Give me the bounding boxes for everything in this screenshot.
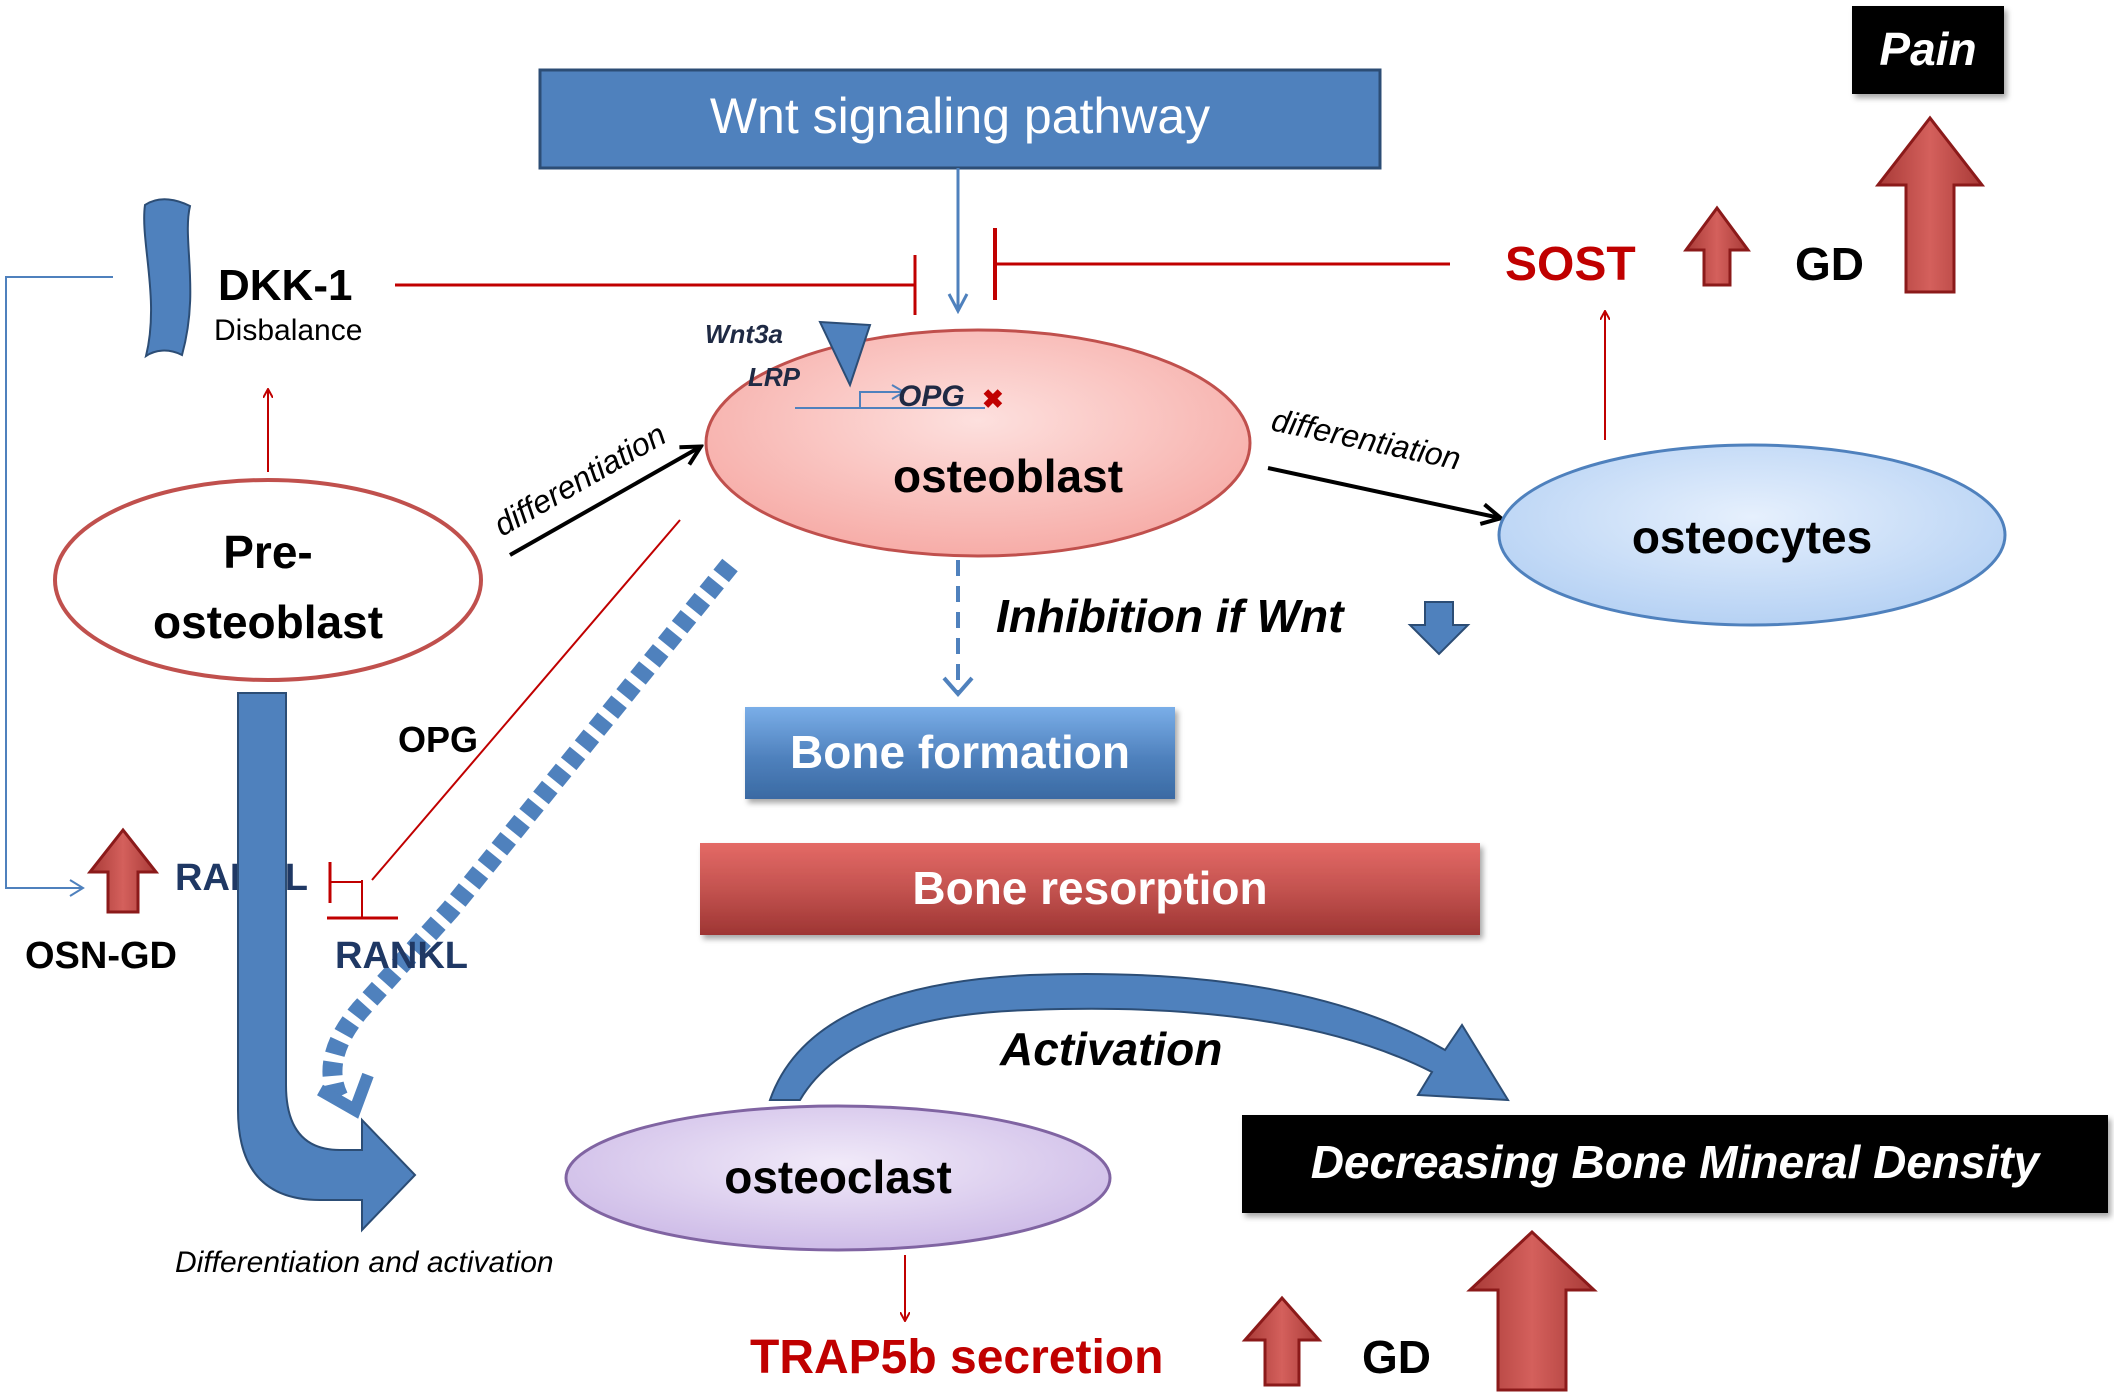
- trap5b-secretion-label: TRAP5b secretion: [750, 1331, 1163, 1384]
- opg-gene-label: OPG: [898, 380, 965, 413]
- osteoblast-to-osteoclast-dashed-pathway: [322, 558, 738, 1105]
- wnt3a-label: Wnt3a: [705, 319, 783, 349]
- decreasing-bmd-label: Decreasing Bone Mineral Density: [1311, 1136, 2042, 1188]
- bone-formation-label: Bone formation: [790, 726, 1130, 778]
- promoter-arrow-icon: [859, 391, 902, 408]
- bone-formation-box: Bone formation: [745, 707, 1175, 799]
- preosteoblast-label-line1: Pre-: [223, 526, 312, 578]
- bmd-up-arrow: [1466, 1229, 1598, 1392]
- osteoclast-label: osteoclast: [724, 1151, 952, 1203]
- osteoblast-to-osteocytes-arrow: [1267, 466, 1500, 518]
- dkk1-to-rankl-feedback-line: [5, 276, 113, 889]
- inhibition-if-wnt-label: Inhibition if Wnt: [996, 590, 1345, 642]
- differentiation-and-activation-label: Differentiation and activation: [175, 1246, 554, 1279]
- wnt-down-arrow-icon: [1407, 601, 1471, 656]
- pain-box: Pain: [1852, 6, 2004, 94]
- preosteoblast-label-line2: osteoblast: [153, 596, 383, 648]
- osteoblast-label: osteoblast: [893, 450, 1123, 502]
- gd-bottom-label: GD: [1362, 1331, 1431, 1383]
- preosteoblast-to-osteoclast-big-arrow: [237, 692, 417, 1233]
- osteocytes-cell: osteocytes: [1497, 443, 2007, 627]
- decreasing-bmd-box: Decreasing Bone Mineral Density: [1242, 1115, 2108, 1213]
- preosteoblast-to-osteoblast-arrow: [509, 447, 700, 557]
- osteocytes-label: osteocytes: [1632, 511, 1872, 563]
- activation-label: Activation: [999, 1023, 1222, 1075]
- wnt3a-receptor-icon: [818, 320, 872, 388]
- osteoblast-cell: osteoblast: [704, 328, 1252, 558]
- rankl-lower-label: RANKL: [335, 935, 468, 977]
- dkk1-label: DKK-1: [218, 261, 352, 310]
- activation-curved-arrow: [768, 972, 1510, 1102]
- wnt-signaling-box: Wnt signaling pathway: [538, 68, 1382, 170]
- wnt-signaling-label: Wnt signaling pathway: [710, 88, 1210, 144]
- differentiation-right-label: differentiation: [1269, 402, 1464, 477]
- osn-gd-label: OSN-GD: [25, 935, 177, 977]
- dkk1-disbalance-label: Disbalance: [214, 314, 362, 347]
- pain-label: Pain: [1879, 23, 1976, 75]
- opg-label: OPG: [398, 719, 478, 760]
- preosteoblast-cell: Pre- osteoblast: [53, 478, 483, 682]
- trap5b-up-arrow: [1241, 1295, 1323, 1387]
- sost-up-arrow: [1683, 205, 1751, 287]
- lrp-label: LRP: [748, 362, 801, 392]
- gd-top-label: GD: [1795, 238, 1864, 290]
- bone-resorption-label: Bone resorption: [912, 862, 1267, 914]
- osteoclast-cell: osteoclast: [564, 1104, 1112, 1252]
- bone-resorption-box: Bone resorption: [700, 843, 1480, 935]
- dkk1-receptor-icon: [143, 198, 192, 359]
- sost-label: SOST: [1505, 238, 1636, 291]
- opg-blocked-mark-icon: ✖: [982, 384, 1004, 414]
- gd-pain-up-arrow: [1874, 115, 1986, 294]
- opg-inhibition-line: [371, 519, 681, 881]
- osn-gd-up-arrow: [86, 827, 160, 914]
